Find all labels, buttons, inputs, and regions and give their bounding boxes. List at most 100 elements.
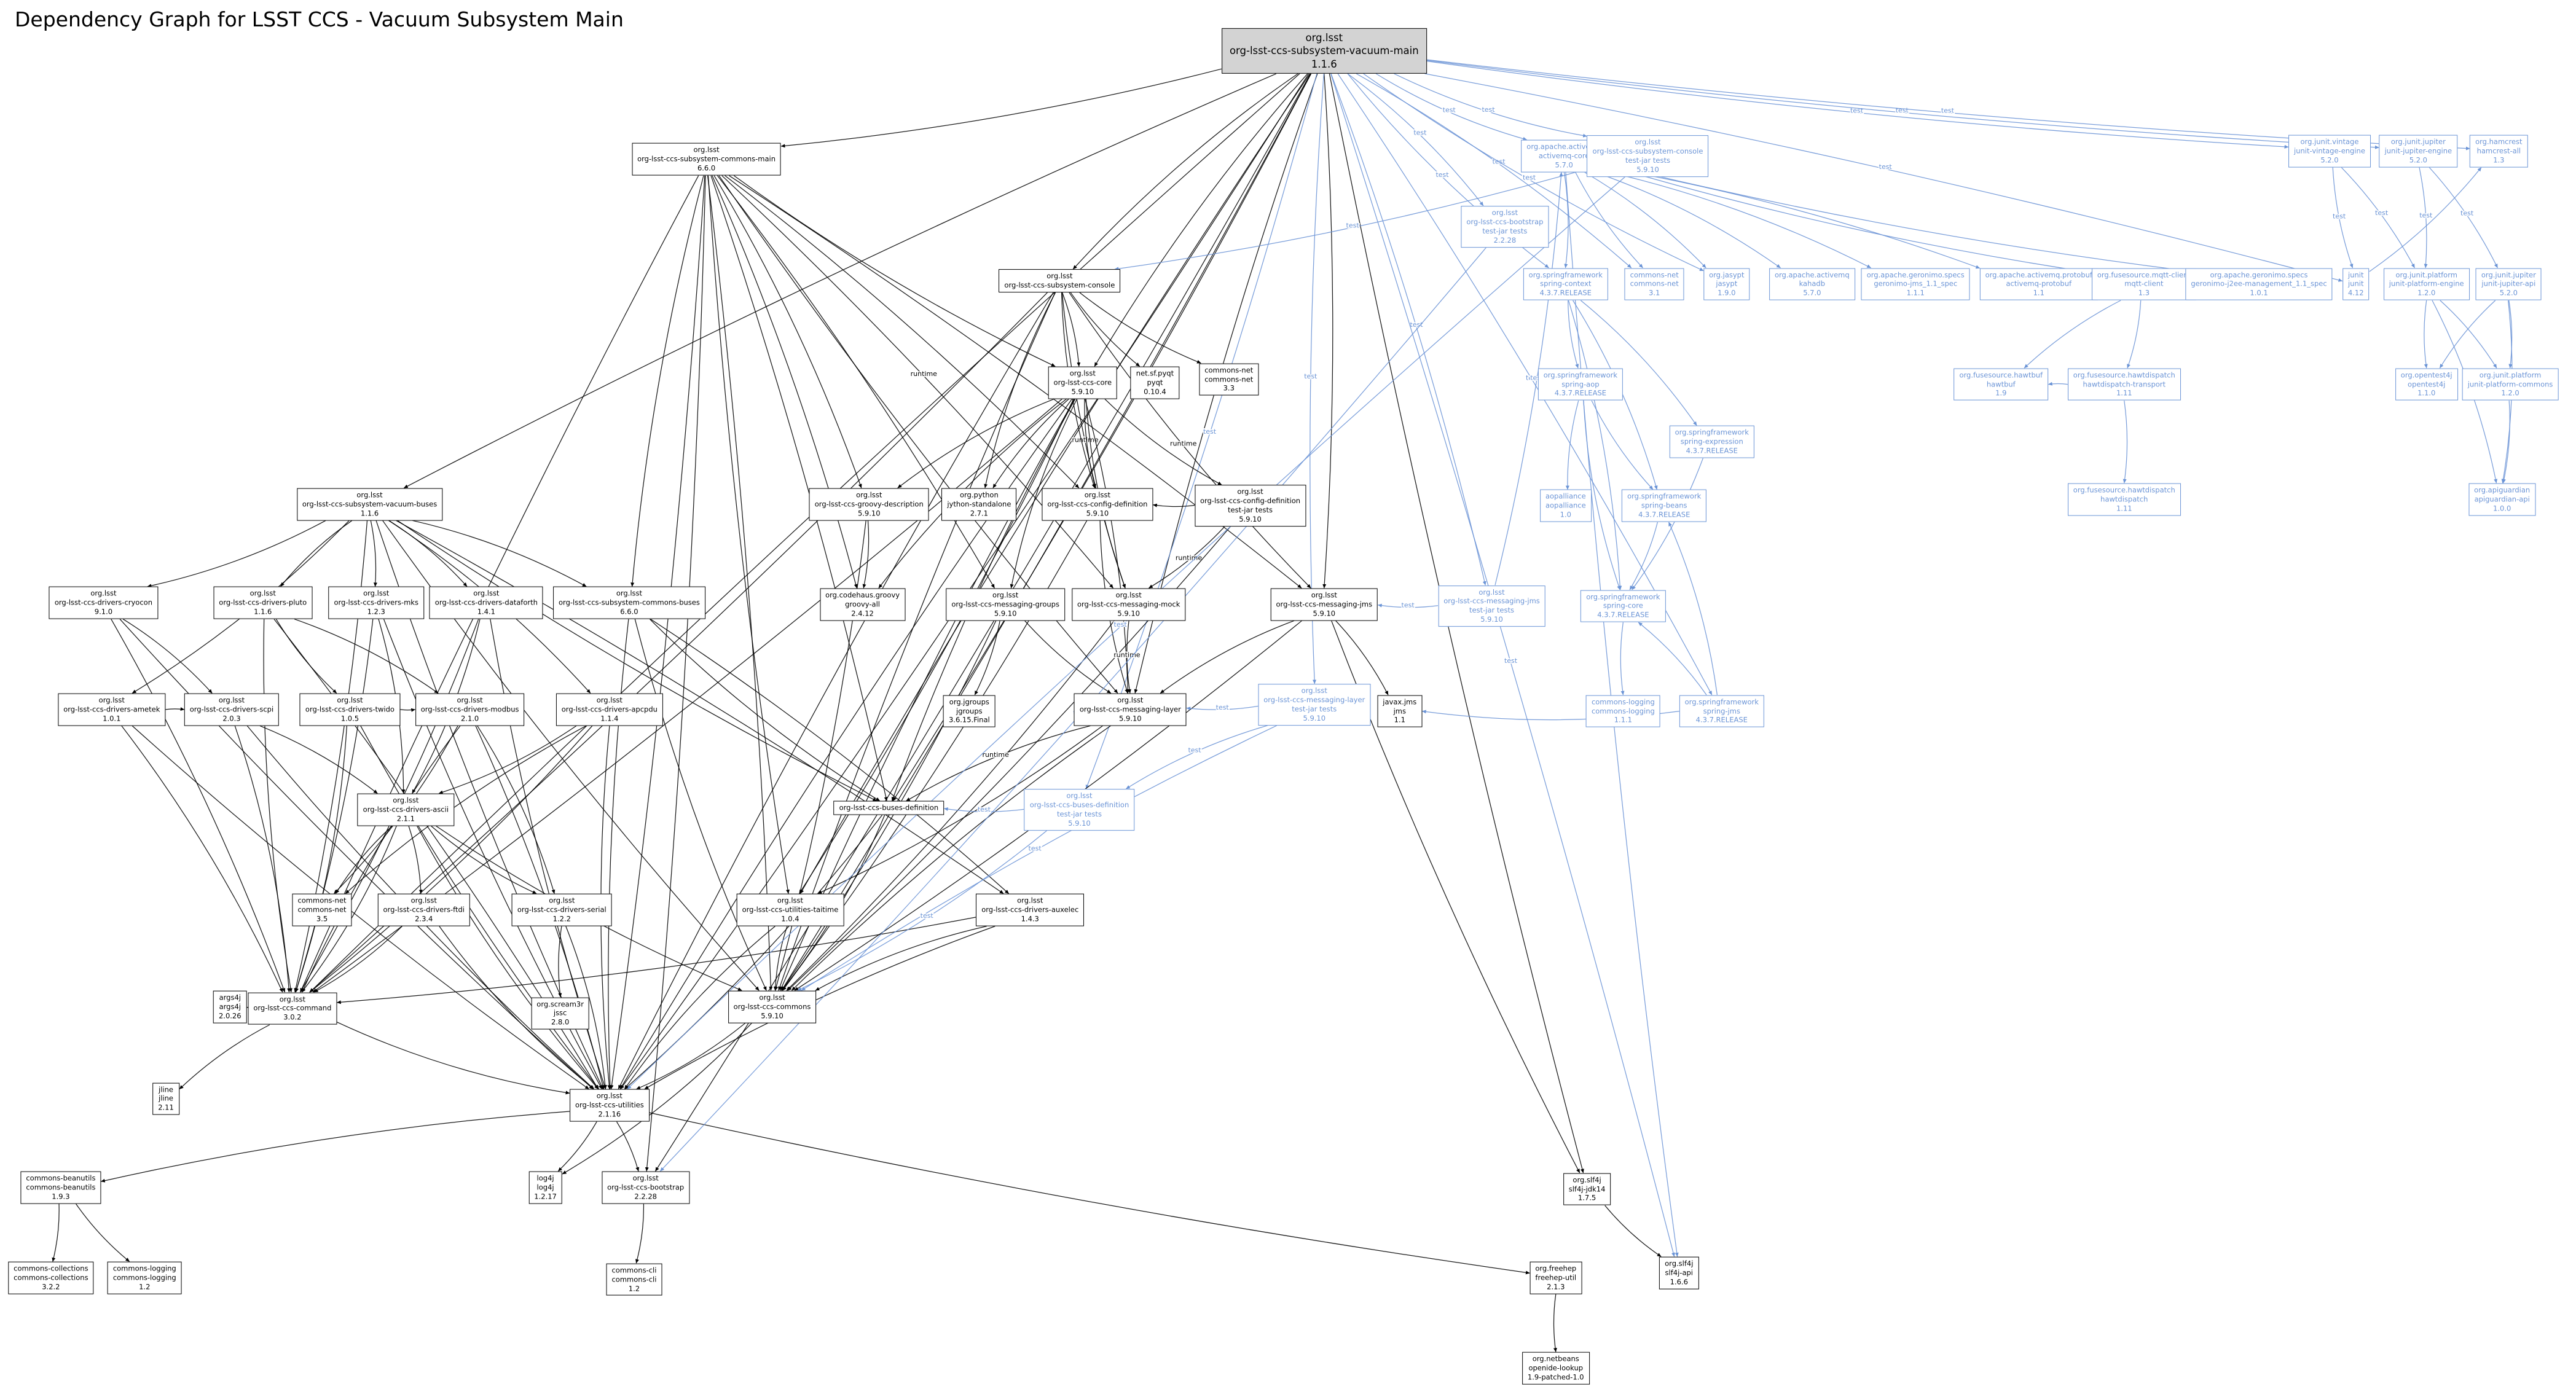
edge-commons_main-commons_buses	[630, 175, 704, 587]
edge-root-jj_engine	[1426, 60, 2379, 149]
edge-commons_main-config_def	[724, 175, 1080, 488]
edge-utilities-freehep	[649, 1112, 1530, 1275]
node-console: org.lsst org-lsst-ccs-subsystem-console	[999, 269, 1121, 293]
node-hawtdispatch: org.fusesource.hawtdispatch hawtdispatch…	[2067, 483, 2181, 516]
node-jline: jline jline 2.11	[152, 1083, 179, 1115]
edge-console_tests-utilities	[627, 176, 1625, 1090]
edge-amq-jasypt	[1584, 171, 1706, 268]
edge-label-jj_engine-jj_api: test	[2460, 209, 2474, 217]
node-jp_commons: org.junit.platform junit-platform-common…	[2462, 368, 2559, 401]
edge-hawt_transport-hawtdispatch	[2122, 401, 2128, 484]
node-jython: org.python jython-standalone 2.7.1	[941, 488, 1017, 521]
edge-label-root-buses_def_tests: test	[1203, 428, 1217, 436]
edge-ametek-utilities	[132, 725, 589, 1090]
edge-commons_main-bootstrap	[645, 175, 706, 1172]
edge-console-jython	[984, 292, 1056, 488]
edge-pluto-command	[263, 619, 293, 993]
edge-pluto-twido	[275, 619, 337, 694]
edge-root-utilities	[620, 73, 1310, 1090]
node-args4j: args4j args4j 2.0.26	[213, 990, 247, 1024]
edge-core-groovy_desc	[897, 398, 1054, 488]
node-modbus: org.lsst org-lsst-ccs-drivers-modbus 2.1…	[415, 693, 525, 726]
edge-label-buses_def_tests-buses_def: test	[978, 805, 991, 813]
node-freehep: org.freehep freehep-util 2.1.3	[1530, 1261, 1582, 1294]
edge-console_tests-console	[1114, 168, 1587, 271]
edge-junit-hamcrest	[2369, 167, 2482, 272]
edge-console-cnet33	[1079, 292, 1201, 364]
edge-root-commons_main	[780, 68, 1222, 148]
edge-commons_main-command	[300, 175, 699, 993]
node-jp_engine: org.junit.platform junit-platform-engine…	[2383, 268, 2470, 300]
edge-spring_aop-aopalliance	[1565, 400, 1579, 490]
edge-commons_main-utilities	[610, 175, 705, 1090]
node-aopalliance: aopalliance aopalliance 1.0	[1539, 490, 1592, 522]
edge-msg_jms-jms	[1335, 620, 1389, 695]
edge-freehep-openide	[1553, 1294, 1557, 1352]
edge-commons-log4j	[562, 1022, 752, 1175]
edge-msg_jms_tests-msg_jms	[1377, 603, 1439, 608]
edge-label-root-msg_jms_tests: test	[1410, 321, 1423, 329]
edge-core-config_def	[1084, 399, 1096, 488]
edge-label-config_def_tests-msg_mock: runtime	[1176, 554, 1203, 562]
node-dataforth: org.lsst org-lsst-ccs-drivers-dataforth …	[429, 586, 543, 619]
node-msg_groups: org.lsst org-lsst-ccs-messaging-groups 5…	[946, 588, 1065, 621]
node-bootstrap_tests: org.lsst org-lsst-ccs-bootstrap test-jar…	[1461, 206, 1549, 248]
node-jj_api: org.junit.jupiter junit-jupiter-api 5.2.…	[2475, 268, 2542, 300]
edge-label-console-msg_jms: runtime	[1170, 440, 1197, 448]
edge-label-msg_layer-buses_def: runtime	[983, 751, 1010, 759]
edge-config_def_tests-msg_mock	[1149, 526, 1225, 589]
edge-jp_commons-apiguardian	[2502, 401, 2510, 484]
edge-msg_jms-msg_layer	[1160, 620, 1295, 694]
edge-mqtt-hawt_transport	[2127, 300, 2142, 369]
edge-msg_layer_tests-buses_def_tests	[1126, 725, 1268, 789]
edge-label-jv_engine-junit: test	[2333, 212, 2346, 220]
edge-console-pyqt	[1070, 292, 1141, 367]
node-vac_buses: org.lsst org-lsst-ccs-subsystem-vacuum-b…	[296, 488, 443, 521]
edge-label-msg_jms_tests-msg_jms: test	[1402, 601, 1415, 609]
edge-commons_main-msg_mock	[721, 175, 1113, 589]
edge-core-msg_groups	[1010, 399, 1078, 589]
edge-commons_main-groovy_all	[712, 175, 858, 589]
edge-amq-kahadb	[1595, 171, 1781, 268]
edge-ascii-utilities	[417, 826, 599, 1090]
edge-jv_engine-junit	[2332, 167, 2354, 268]
edge-msg_groups-jgroups	[974, 621, 1000, 695]
edge-label-jv_engine-jp_engine: test	[2375, 209, 2389, 217]
edge-msg_mock-msg_layer	[1126, 621, 1131, 694]
edge-ametek-scpi	[165, 707, 185, 711]
edge-buses_def_tests-buses_def	[943, 807, 1024, 812]
edge-root-core	[1094, 73, 1308, 367]
edge-core-msg_layer	[1085, 399, 1130, 694]
node-auxelec: org.lsst org-lsst-ccs-drivers-auxelec 1.…	[976, 893, 1085, 926]
node-spring_core: org.springframework spring-core 4.3.7.RE…	[1581, 590, 1666, 622]
node-jms: javax.jms jms 1.1	[1377, 695, 1423, 728]
edge-msg_groups-msg_layer	[1024, 620, 1112, 694]
edge-msg_jms_tests-amq	[1494, 172, 1563, 585]
edge-console-msg_jms	[1069, 292, 1311, 589]
edge-label-buses_def_tests-commons: test	[921, 912, 934, 920]
node-root: org.lsst org-lsst-ccs-subsystem-vacuum-m…	[1221, 28, 1427, 74]
edge-serial-utilities	[565, 926, 607, 1090]
edge-utilities-log4j	[557, 1121, 597, 1172]
node-utilities: org.lsst org-lsst-ccs-utilities 2.1.16	[569, 1089, 650, 1122]
edge-spring_context-spring_aop	[1568, 300, 1579, 369]
edge-root-bootstrap_tests	[1347, 73, 1484, 206]
edge-groovy_desc-groovy_all	[862, 520, 870, 589]
node-msg_mock: org.lsst org-lsst-ccs-messaging-mock 5.9…	[1071, 588, 1186, 621]
edge-beanutils-logging12	[75, 1204, 130, 1262]
edge-label-root-hamcrest: test	[1941, 107, 1955, 115]
edge-apcpdu-cnet35	[345, 725, 587, 895]
node-msg_layer_tests: org.lsst org-lsst-ccs-messaging-layer te…	[1258, 684, 1371, 726]
edge-vac_buses-auxelec	[396, 520, 1004, 895]
node-twido: org.lsst org-lsst-ccs-drivers-twido 1.0.…	[299, 693, 400, 726]
edge-commons_buses-auxelec	[650, 619, 1010, 895]
edge-msg_layer_tests-msg_layer	[1186, 705, 1259, 711]
edge-ametek-command	[121, 726, 283, 993]
edge-commons_main-buses_def	[710, 175, 888, 802]
edge-amq-amq_protobuf	[1606, 167, 1981, 269]
edge-commons_buses-utilities	[608, 619, 629, 1090]
edge-commons_main-taitime	[707, 175, 790, 894]
edge-root-slf4j_api	[1330, 73, 1675, 1257]
edge-apcpdu-ascii	[438, 725, 577, 794]
